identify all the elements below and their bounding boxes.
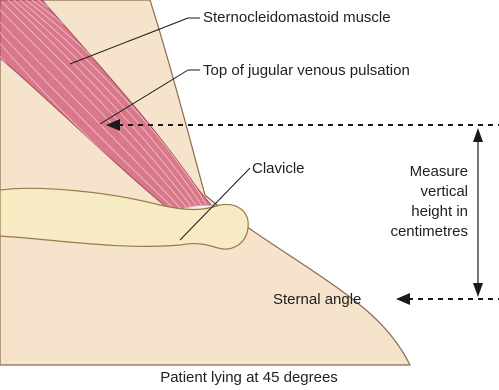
measure-label-line-4: centimetres: [390, 223, 468, 240]
measure-arrow-top: [473, 128, 483, 142]
sternal-angle-label: Sternal angle: [273, 291, 361, 308]
measure-label-line-3: height in: [411, 203, 468, 220]
measure-label-line-2: vertical: [420, 183, 468, 200]
caption: Patient lying at 45 degrees: [160, 369, 338, 386]
measure-arrow-bottom: [473, 283, 483, 297]
clavicle-label: Clavicle: [252, 160, 305, 177]
jvp-label: Top of jugular venous pulsation: [203, 62, 410, 79]
sternal-angle-arrowhead: [396, 293, 410, 305]
measure-label-line-1: Measure: [410, 163, 468, 180]
muscle-label: Sternocleidomastoid muscle: [203, 9, 391, 26]
